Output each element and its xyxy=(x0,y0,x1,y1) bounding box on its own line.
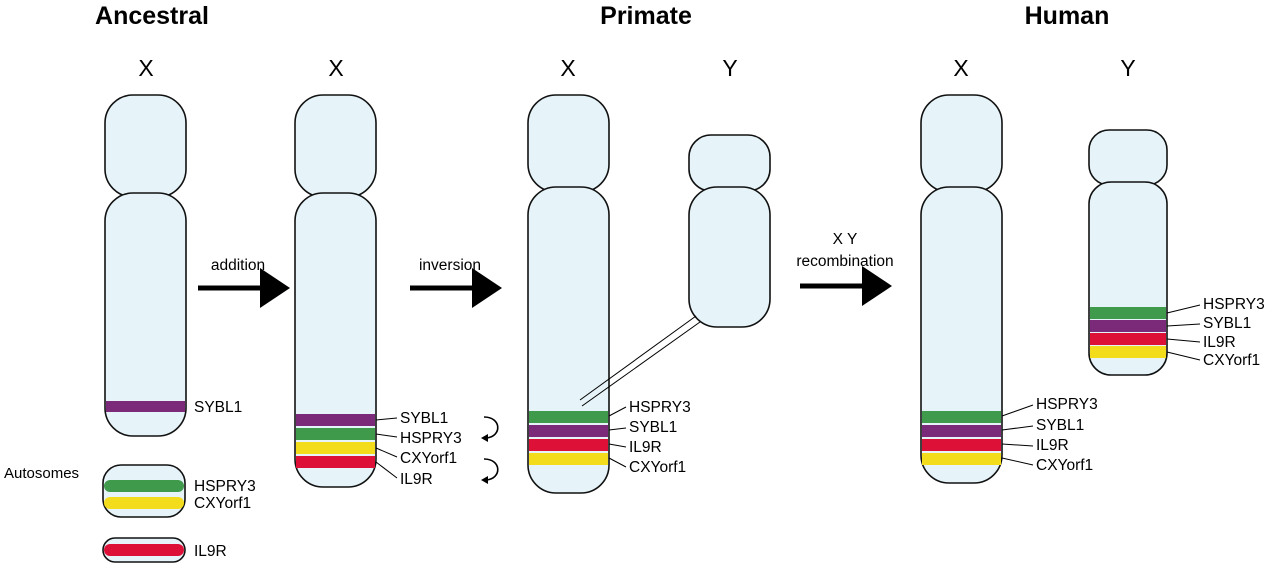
added-x-chromosome xyxy=(294,94,377,488)
pairing-line xyxy=(581,321,701,407)
heading-ancestral: Ancestral xyxy=(95,2,209,30)
leader-line xyxy=(608,406,627,417)
band-cxyorf1 xyxy=(104,497,184,509)
added-x-long-arm xyxy=(294,192,377,488)
human-x-short-arm xyxy=(920,94,1003,193)
gene-label-il9r: IL9R xyxy=(1036,437,1069,454)
gene-label-cxyorf1: CXYorf1 xyxy=(194,495,251,512)
step-xy-label: X Y xyxy=(833,231,858,248)
leader-line xyxy=(1166,338,1201,343)
band-cxyorf1 xyxy=(529,453,608,465)
gene-label-sybl1: SYBL1 xyxy=(1203,315,1251,332)
autosome-2 xyxy=(102,537,186,563)
label-added-x: X xyxy=(328,55,343,81)
label-ancestral-x: X xyxy=(138,55,153,81)
step-inversion-label: inversion xyxy=(419,257,481,274)
leader-line xyxy=(1001,404,1034,417)
leader-line xyxy=(1166,351,1201,361)
ancestral-x-short-arm xyxy=(104,94,187,198)
band-sybl1 xyxy=(296,414,375,426)
leader-line xyxy=(375,433,398,438)
human-y-short-arm xyxy=(1088,129,1168,186)
band-cxyorf1 xyxy=(922,453,1001,465)
primate-y-long-arm xyxy=(688,186,771,328)
inversion-curl-icon xyxy=(483,458,499,481)
leader-line xyxy=(1001,443,1034,447)
leader-line xyxy=(608,457,627,468)
added-x-short-arm xyxy=(294,94,377,198)
band-cxyorf1 xyxy=(1090,346,1166,358)
gene-label-sybl1: SYBL1 xyxy=(400,410,448,427)
gene-label-hspry3: HSPRY3 xyxy=(400,430,462,447)
label-primate-y: Y xyxy=(722,55,737,81)
gene-label-cxyorf1: CXYorf1 xyxy=(1203,352,1260,369)
human-x-chromosome xyxy=(920,94,1003,484)
arrowhead-icon xyxy=(481,434,488,442)
gene-label-il9r: IL9R xyxy=(629,439,662,456)
band-sybl1 xyxy=(529,425,608,437)
gene-label-il9r: IL9R xyxy=(400,471,433,488)
band-hspry3 xyxy=(296,428,375,440)
gene-label-cxyorf1: CXYorf1 xyxy=(1036,457,1093,474)
step-addition-label: addition xyxy=(211,257,265,274)
heading-human: Human xyxy=(1025,2,1110,30)
gene-label-cxyorf1: CXYorf1 xyxy=(629,459,686,476)
band-sybl1 xyxy=(922,425,1001,437)
leader-line xyxy=(375,417,398,421)
primate-y-short-arm xyxy=(688,134,771,192)
leader-line xyxy=(1001,425,1034,431)
human-y-chromosome xyxy=(1088,129,1168,376)
inversion-curl-icon xyxy=(483,416,499,439)
gene-label-sybl1: SYBL1 xyxy=(194,399,242,416)
leader-line xyxy=(375,447,398,458)
pairing-line xyxy=(579,315,697,401)
band-hspry3 xyxy=(922,411,1001,423)
leader-line xyxy=(1166,304,1201,314)
gene-label-hspry3: HSPRY3 xyxy=(194,478,256,495)
band-il9r xyxy=(529,439,608,451)
leader-line xyxy=(608,443,627,448)
primate-y-chromosome xyxy=(688,134,771,328)
gene-label-hspry3: HSPRY3 xyxy=(629,399,691,416)
human-x-long-arm xyxy=(920,186,1003,484)
arrowhead-icon xyxy=(481,476,488,484)
ancestral-x-long-arm xyxy=(104,192,187,437)
label-human-y: Y xyxy=(1120,55,1135,81)
primate-x-short-arm xyxy=(527,94,610,193)
heading-primate: Primate xyxy=(600,2,692,30)
band-il9r xyxy=(104,544,184,556)
ancestral-x-chromosome xyxy=(104,94,187,437)
autosomes-label: Autosomes xyxy=(4,465,79,482)
primate-x-chromosome xyxy=(527,94,610,494)
band-hspry3 xyxy=(529,411,608,423)
band-il9r xyxy=(922,439,1001,451)
gene-label-sybl1: SYBL1 xyxy=(1036,417,1084,434)
band-il9r xyxy=(1090,333,1166,345)
gene-label-hspry3: HSPRY3 xyxy=(1203,296,1265,313)
gene-label-il9r: IL9R xyxy=(1203,334,1236,351)
step-recombination-label: recombination xyxy=(796,253,893,270)
gene-label-cxyorf1: CXYorf1 xyxy=(400,450,457,467)
band-il9r xyxy=(296,456,375,468)
gene-label-il9r: IL9R xyxy=(194,543,227,560)
gene-label-hspry3: HSPRY3 xyxy=(1036,396,1098,413)
gene-label-sybl1: SYBL1 xyxy=(629,419,677,436)
band-hspry3 xyxy=(1090,307,1166,319)
band-sybl1 xyxy=(106,401,185,412)
band-sybl1 xyxy=(1090,320,1166,332)
leader-line xyxy=(608,427,627,431)
leader-line xyxy=(1001,457,1034,466)
leader-line xyxy=(1166,323,1201,327)
label-primate-x: X xyxy=(560,55,575,81)
label-human-x: X xyxy=(953,55,968,81)
autosome-1 xyxy=(102,464,186,518)
leader-line xyxy=(375,461,398,479)
band-cxyorf1 xyxy=(296,442,375,454)
band-hspry3 xyxy=(104,480,184,492)
